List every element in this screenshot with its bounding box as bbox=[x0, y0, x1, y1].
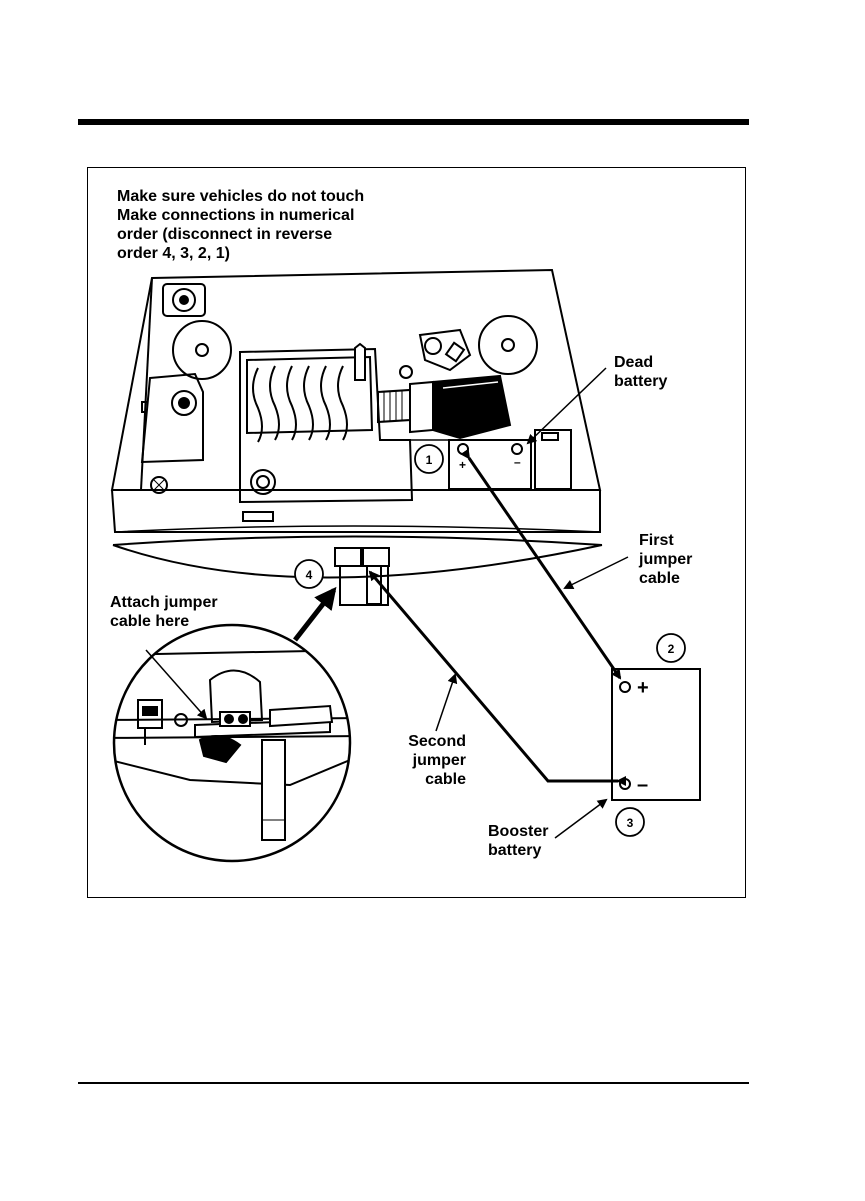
second-cable-label-line-1: Second bbox=[408, 733, 466, 750]
step-2-label: 2 bbox=[668, 642, 675, 656]
dead-battery-plus-sign: + bbox=[459, 458, 466, 472]
instruction-line-3: order (disconnect in reverse bbox=[117, 226, 332, 243]
booster-minus-sign: – bbox=[637, 774, 648, 796]
instruction-line-1: Make sure vehicles do not touch bbox=[117, 188, 364, 205]
instruction-line-4: order 4, 3, 2, 1) bbox=[117, 245, 230, 262]
dead-battery-minus-sign: – bbox=[514, 455, 521, 469]
step-1-label: 1 bbox=[426, 453, 433, 467]
instruction-line-2: Make connections in numerical bbox=[117, 207, 354, 224]
booster-battery bbox=[612, 669, 700, 800]
second-cable-label-line-3: cable bbox=[425, 771, 466, 788]
inset-view bbox=[105, 625, 360, 861]
first-cable-label-line-1: First bbox=[639, 532, 674, 549]
dead-battery-label-line-2: battery bbox=[614, 373, 667, 390]
inset-pointer-arrow bbox=[295, 590, 334, 640]
step-3-label: 3 bbox=[627, 816, 634, 830]
second-jumper-cable bbox=[370, 572, 618, 781]
step-4-label: 4 bbox=[306, 568, 313, 582]
booster-label-line-1: Booster bbox=[488, 823, 548, 840]
instruction-text: Make sure vehicles do not touch Make con… bbox=[117, 188, 364, 262]
dead-battery-label-line-1: Dead bbox=[614, 354, 653, 371]
second-cable-label-line-2: jumper bbox=[412, 752, 466, 769]
first-cable-pointer bbox=[565, 557, 628, 588]
booster-pointer bbox=[555, 800, 606, 838]
attach-label-line-2: cable here bbox=[110, 613, 189, 630]
first-cable-label-line-3: cable bbox=[639, 570, 680, 587]
first-cable-label-line-2: jumper bbox=[638, 551, 692, 568]
attach-label-line-1: Attach jumper bbox=[110, 594, 218, 611]
booster-plus-sign: + bbox=[637, 677, 649, 699]
engine-compartment bbox=[112, 270, 602, 605]
second-cable-pointer bbox=[436, 675, 455, 731]
booster-label-line-2: battery bbox=[488, 842, 541, 859]
